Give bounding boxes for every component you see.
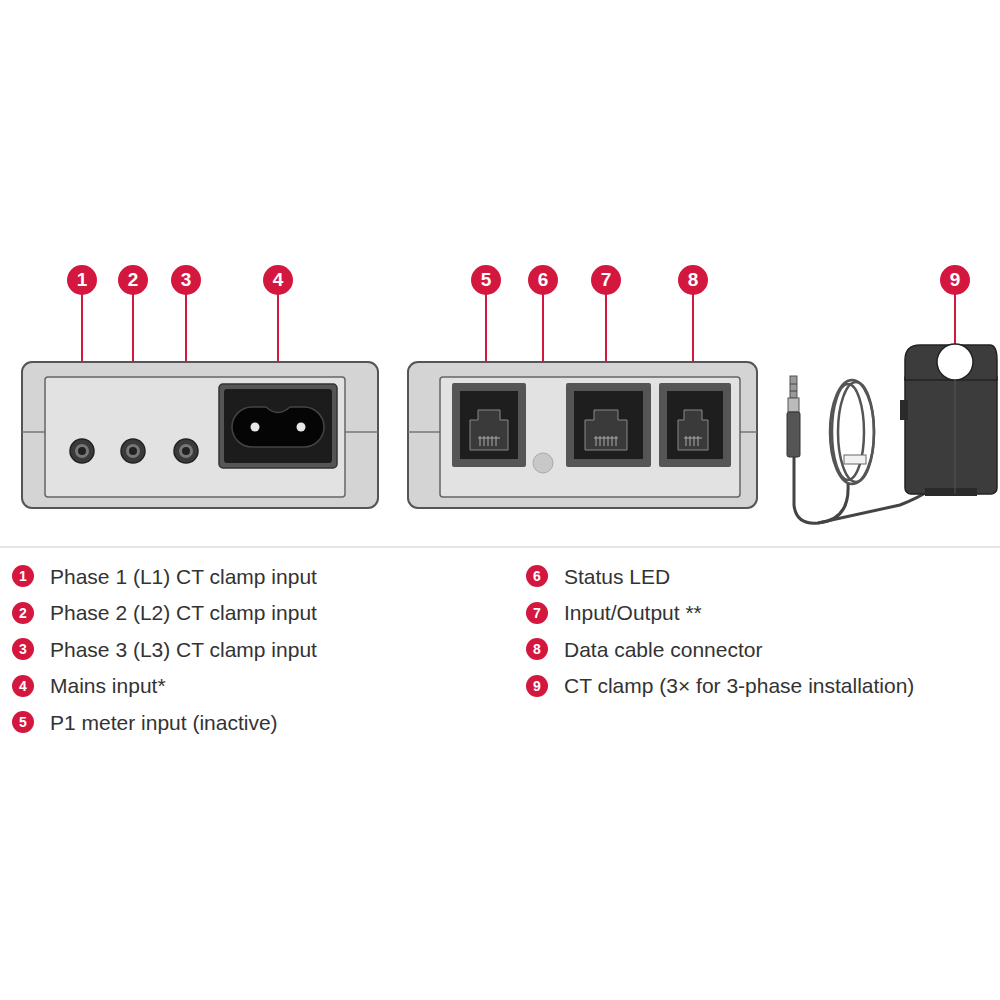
status-led (533, 453, 553, 473)
callout-number: 8 (678, 265, 708, 295)
separator (0, 546, 1000, 548)
part-description: CT clamp (3× for 3-phase installation) (564, 675, 914, 696)
callout-number: 3 (12, 638, 34, 660)
mains-socket (219, 384, 337, 468)
part-description: Phase 2 (L2) CT clamp input (50, 602, 317, 623)
part-description: Phase 3 (L3) CT clamp input (50, 639, 317, 660)
callout-number: 2 (118, 265, 148, 295)
callout-number: 4 (263, 265, 293, 295)
callout-number: 9 (940, 265, 970, 295)
part-description: Mains input* (50, 675, 166, 696)
callout-number: 5 (12, 711, 34, 733)
callout-number: 6 (526, 565, 548, 587)
rj-port-io (566, 383, 651, 467)
part-description: P1 meter input (inactive) (50, 712, 278, 733)
callout-number: 5 (471, 265, 501, 295)
device-back (408, 362, 757, 508)
callout-number: 8 (526, 638, 548, 660)
callout-number: 6 (528, 265, 558, 295)
callout-number: 9 (526, 675, 548, 697)
rj-port-data (659, 383, 731, 467)
callout-number: 7 (591, 265, 621, 295)
part-description: Status LED (564, 566, 670, 587)
ct-clamp (787, 344, 997, 523)
ct-jacks (70, 439, 198, 463)
part-description: Input/Output ** (564, 602, 702, 623)
callout-number: 2 (12, 602, 34, 624)
rj-port-p1 (452, 383, 526, 467)
callout-number: 1 (12, 565, 34, 587)
callout-number: 1 (67, 265, 97, 295)
callout-number: 7 (526, 602, 548, 624)
callout-number: 4 (12, 675, 34, 697)
device-front (22, 362, 378, 508)
callout-number: 3 (171, 265, 201, 295)
part-description: Phase 1 (L1) CT clamp input (50, 566, 317, 587)
part-description: Data cable connector (564, 639, 762, 660)
